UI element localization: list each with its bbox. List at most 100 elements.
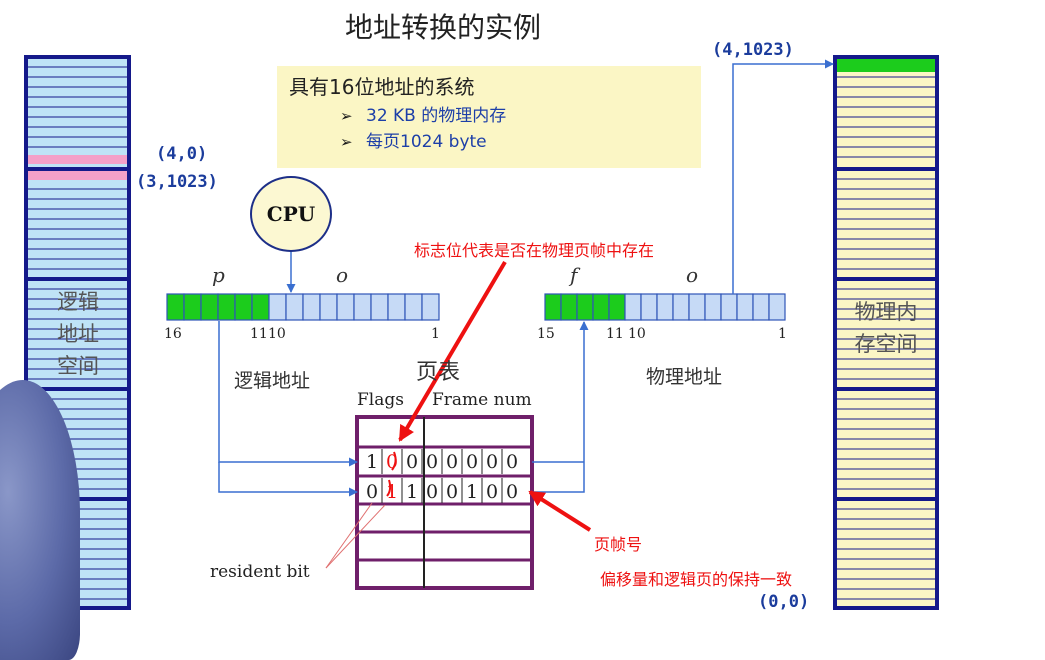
- info-bullet-2: ➢ 每页1024 byte: [340, 127, 487, 152]
- physical-space-label-line: 存空间: [854, 332, 918, 356]
- table-cell-digit: 0: [485, 451, 499, 473]
- arrow-bullet-icon: ➢: [340, 107, 353, 125]
- coord-physical-4-1023: (4,1023): [712, 40, 794, 60]
- coord-physical-0-0: (0,0): [758, 592, 810, 612]
- physical-tick-10: 10: [628, 326, 646, 342]
- logical-register-bit: [319, 293, 338, 321]
- logical-register-bit: [387, 293, 406, 321]
- logical-register-bit: [217, 293, 236, 321]
- logical-address-label: 逻辑地址: [234, 370, 311, 392]
- physical-memory-column: [833, 55, 939, 610]
- physical-register-bit: [736, 293, 754, 321]
- table-cell-digit: 0: [505, 451, 519, 473]
- frame-no-arrow: [528, 490, 592, 532]
- physical-column-frame: [833, 55, 939, 610]
- table-cell-digit: 1: [385, 481, 399, 503]
- table-cell-digit: 0: [445, 451, 459, 473]
- table-cell-digit: 1: [405, 481, 419, 503]
- logical-register-bit: [404, 293, 423, 321]
- frame-number-annotation: 页帧号: [594, 535, 643, 554]
- table-cell-digit: 0: [425, 481, 439, 503]
- logical-register-bit: [183, 293, 202, 321]
- logical-p-label: p: [212, 263, 225, 287]
- info-bullet-text: 每页1024 byte: [366, 132, 487, 152]
- logical-register-bit: [285, 293, 304, 321]
- logical-space-label-line: 逻辑: [57, 290, 99, 314]
- physical-register-bit: [720, 293, 738, 321]
- logical-register-bit: [251, 293, 270, 321]
- logical-register-bit: [166, 293, 185, 321]
- physical-register-bit: [704, 293, 722, 321]
- resident-bit-mark: [386, 479, 392, 497]
- physical-register-bit: [656, 293, 674, 321]
- logical-tick-1: 1: [431, 326, 440, 342]
- resident-bit-label: resident bit: [210, 562, 310, 582]
- physical-register-bit: [576, 293, 594, 321]
- physical-space-label-line: 物理内: [854, 300, 918, 324]
- flag-bit-annotation: 标志位代表是否在物理页帧中存在: [414, 241, 655, 260]
- info-bullet-text: 32 KB 的物理内存: [366, 106, 507, 126]
- logical-tick-10: 10: [268, 326, 286, 342]
- arrow-bullet-icon: ➢: [340, 133, 353, 151]
- physical-tick-1: 1: [778, 326, 787, 342]
- physical-register-bit: [560, 293, 578, 321]
- physical-tick-15: 15: [537, 326, 555, 342]
- frame-to-memory-arrow: [732, 59, 834, 294]
- connector-arrows: [218, 59, 834, 569]
- flag-note-arrow: [398, 260, 507, 442]
- info-bullet-1: ➢ 32 KB 的物理内存: [340, 101, 506, 126]
- logical-space-label: 逻辑 地址 空间: [36, 286, 120, 382]
- flags-column-header: Flags: [357, 390, 404, 410]
- resident-pointer-line: [325, 504, 386, 569]
- logical-register-bit: [353, 293, 372, 321]
- physical-address-register: [544, 293, 786, 321]
- physical-register-bit: [608, 293, 626, 321]
- table-cell-digit: 0: [365, 481, 379, 503]
- logical-o-label: o: [336, 263, 349, 287]
- logical-register-bit: [302, 293, 321, 321]
- p-to-row2-arrow: [218, 462, 358, 497]
- coord-logical-4-0: (4,0): [156, 144, 208, 164]
- physical-register-bit: [544, 293, 562, 321]
- physical-tick-11: 11: [606, 326, 624, 342]
- table-cell-digit: 0: [385, 451, 399, 473]
- logical-space-label-line: 地址: [57, 322, 99, 346]
- table-cell-digit: 0: [505, 481, 519, 503]
- physical-register-bit: [640, 293, 658, 321]
- physical-space-label: 物理内 存空间: [838, 296, 934, 360]
- info-box: [277, 66, 701, 168]
- physical-o-label: o: [686, 263, 699, 287]
- logical-register-bit: [234, 293, 253, 321]
- logical-highlight-3-1023: [28, 171, 127, 180]
- logical-address-register: [166, 293, 440, 321]
- physical-register-bit: [624, 293, 642, 321]
- table-cell-digit: 0: [405, 451, 419, 473]
- physical-register-bit: [592, 293, 610, 321]
- table-cell-digit: 0: [485, 481, 499, 503]
- physical-highlight-4-1023: [837, 59, 935, 72]
- resident-pointer-line: [325, 502, 373, 569]
- row2-to-frame-arrow: [532, 321, 589, 493]
- table-cell-digit: 0: [465, 451, 479, 473]
- logical-space-label-line: 空间: [57, 354, 99, 378]
- logical-tick-16: 16: [164, 326, 182, 342]
- logical-highlight-4-0: [28, 155, 127, 164]
- physical-register-bit: [672, 293, 690, 321]
- physical-register-bit: [688, 293, 706, 321]
- table-cell-digit: 1: [465, 481, 479, 503]
- physical-register-bit: [752, 293, 770, 321]
- physical-address-label: 物理地址: [646, 366, 723, 388]
- logical-register-bit: [268, 293, 287, 321]
- coord-logical-3-1023: (3,1023): [136, 172, 218, 192]
- logical-register-bit: [200, 293, 219, 321]
- logical-register-bit: [370, 293, 389, 321]
- frame-num-column-header: Frame num: [432, 390, 532, 410]
- table-cell-digit: 0: [425, 451, 439, 473]
- logical-tick-11: 11: [250, 326, 268, 342]
- page-title: 地址转换的实例: [344, 11, 541, 44]
- physical-f-label: f: [570, 263, 578, 287]
- cpu-node: CPU: [250, 176, 332, 252]
- flag-bit-mark: [391, 451, 397, 471]
- page-table-row-2: 0 1 1 0 0 1 0 0: [362, 481, 522, 503]
- physical-register-bit: [768, 293, 786, 321]
